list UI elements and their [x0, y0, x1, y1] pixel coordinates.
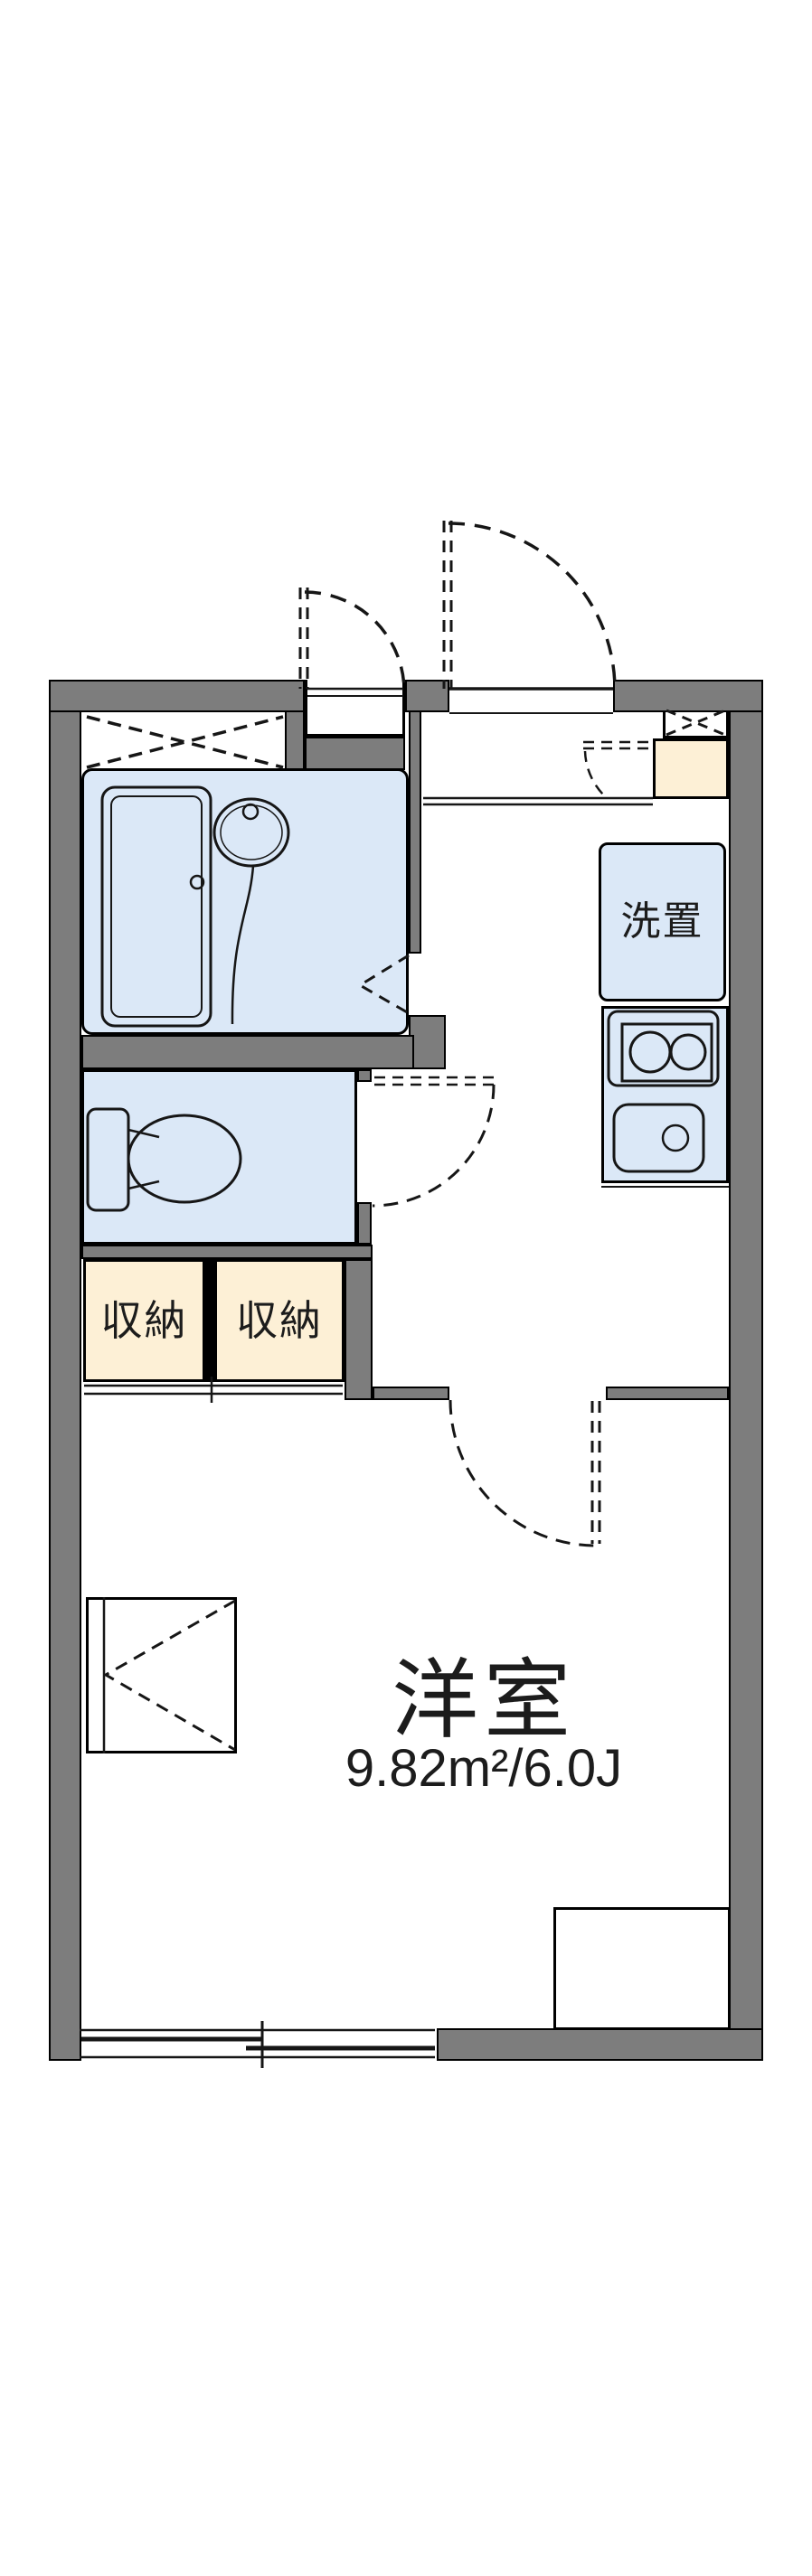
entrance-step-line — [423, 796, 653, 806]
wall-hall-room-left — [373, 1387, 449, 1400]
wall-toilet-east-bottom — [357, 1202, 372, 1245]
main-room-label: 洋室 — [392, 1652, 576, 1749]
laundry-space-x — [86, 715, 284, 769]
storage-door-swing — [298, 588, 406, 697]
outer-wall-top-west — [49, 680, 305, 712]
storage-closet-left — [83, 1259, 205, 1382]
main-room-area-label: 9.82m²/6.0J — [345, 1739, 623, 1798]
wall-bath-toilet — [81, 1035, 414, 1069]
pipe-space-x — [666, 709, 726, 737]
wall-storage-east — [345, 1259, 373, 1400]
wall-toilet-east-top — [357, 1069, 372, 1082]
outer-wall-right — [729, 680, 763, 2061]
entrance-door-swing — [442, 521, 617, 714]
bottom-sliding-window — [80, 2021, 435, 2068]
room-door-swing — [448, 1399, 601, 1547]
side-window-casement — [102, 1597, 236, 1753]
side-window-bay — [86, 1597, 237, 1753]
storage-closet-divider — [203, 1259, 215, 1382]
shoe-cabinet — [653, 738, 729, 799]
shoe-cabinet-door-swing — [583, 740, 650, 798]
storage-right-label: 収納 — [236, 1297, 323, 1344]
outer-wall-top-east — [613, 680, 763, 712]
toilet — [86, 1107, 242, 1212]
storage-left-label: 収納 — [100, 1297, 188, 1344]
stove — [607, 1010, 720, 1087]
wash-basin — [212, 797, 290, 1025]
washer-space-box — [599, 842, 726, 1001]
unit-bath-room — [81, 768, 409, 1035]
toilet-door-swing — [372, 1076, 496, 1208]
outer-wall-top-pier — [405, 680, 449, 712]
outer-wall-bottom — [437, 2028, 763, 2061]
wall-toilet-storage — [81, 1245, 373, 1259]
storage-closet-right — [214, 1259, 345, 1382]
wall-hall-room-right — [606, 1387, 729, 1400]
closet-sliding-doors — [84, 1377, 343, 1403]
wall-bath-corner — [409, 1015, 446, 1069]
washer-space-label: 洗置 — [620, 899, 704, 944]
bath-folding-door — [357, 954, 410, 1015]
wall-under-niche — [305, 737, 405, 770]
kitchen-sink — [601, 1103, 729, 1188]
bathtub — [100, 785, 212, 1028]
outer-wall-left — [49, 680, 81, 2061]
